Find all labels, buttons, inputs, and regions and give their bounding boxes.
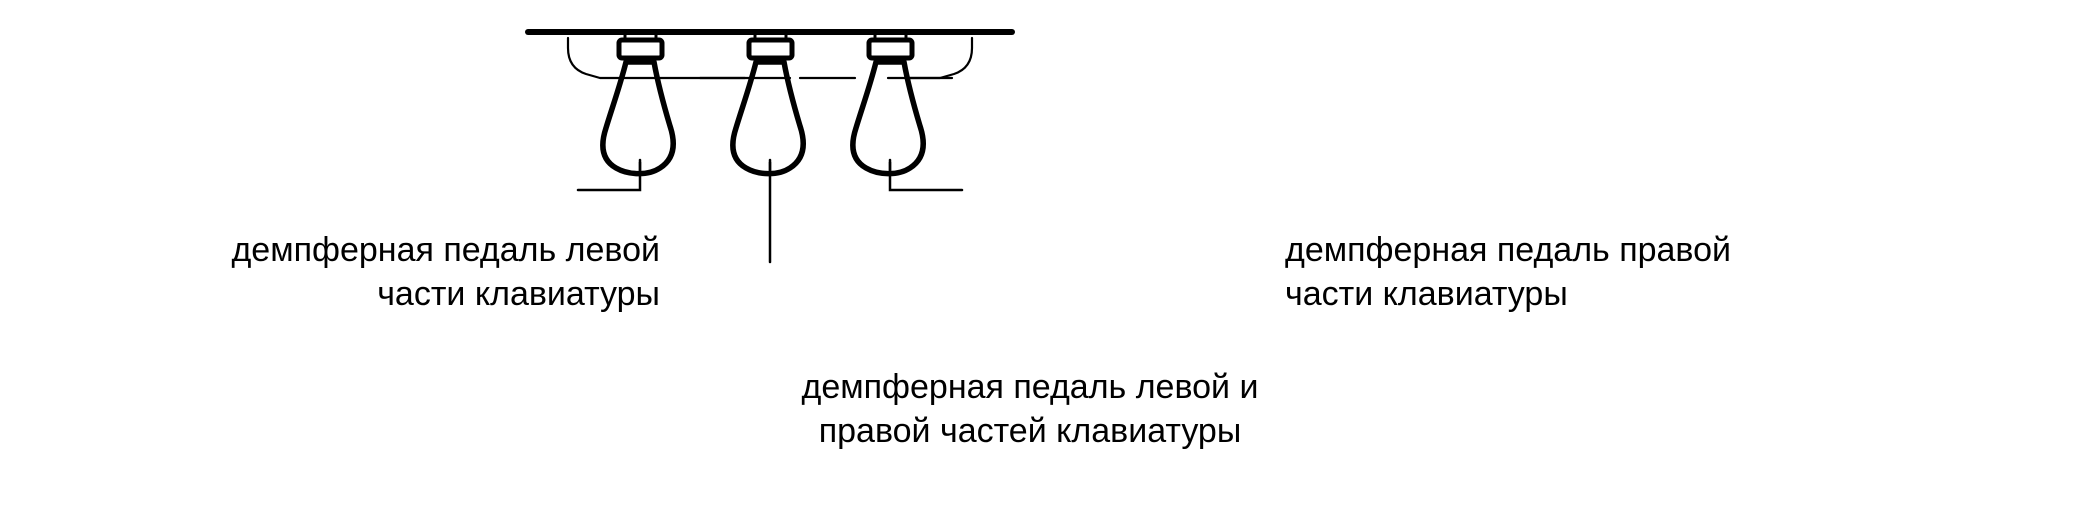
label-right-pedal: демпферная педаль правой части клавиатур… [1285,231,1732,313]
leader-line-left [576,158,642,192]
label-center-pedal: демпферная педаль левой и правой частей … [801,368,1259,450]
right-pedal-collar [866,33,915,61]
label-left-pedal: демпферная педаль левой части клавиатуры [231,231,660,313]
leader-line-right [888,158,964,192]
pedal-lyre-panel [566,36,974,80]
left-pedal-collar [616,33,665,61]
center-pedal-collar [746,33,795,61]
